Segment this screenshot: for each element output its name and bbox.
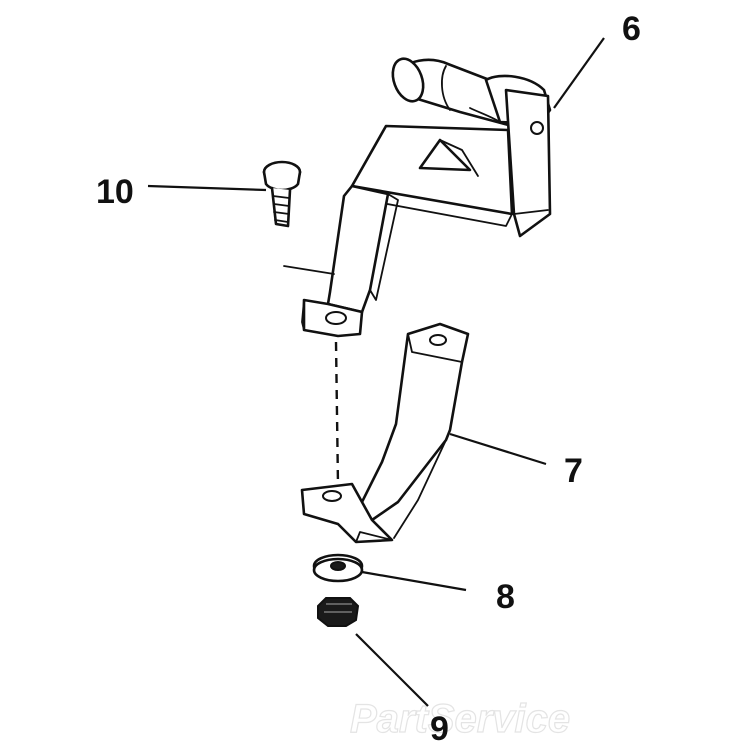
leader-line-7 <box>449 432 547 466</box>
callout-8: 8 <box>496 578 515 616</box>
leader-line-6 <box>553 37 605 109</box>
watermark-text: PartService <box>350 697 570 741</box>
leader-line-10 <box>147 184 267 192</box>
leader-line-8 <box>361 570 467 592</box>
callout-9: 9 <box>430 710 449 748</box>
assembly-axis <box>334 341 340 487</box>
callout-6: 6 <box>622 10 641 48</box>
part-7-lower-bracket <box>300 322 470 544</box>
part-9-nut <box>317 597 360 627</box>
part-10-bolt <box>262 160 302 228</box>
callout-10: 10 <box>96 173 134 211</box>
callout-7: 7 <box>564 452 583 490</box>
part-8-washer <box>312 553 364 583</box>
part-6-upper-bracket <box>283 57 552 338</box>
leader-line-9 <box>355 633 429 707</box>
